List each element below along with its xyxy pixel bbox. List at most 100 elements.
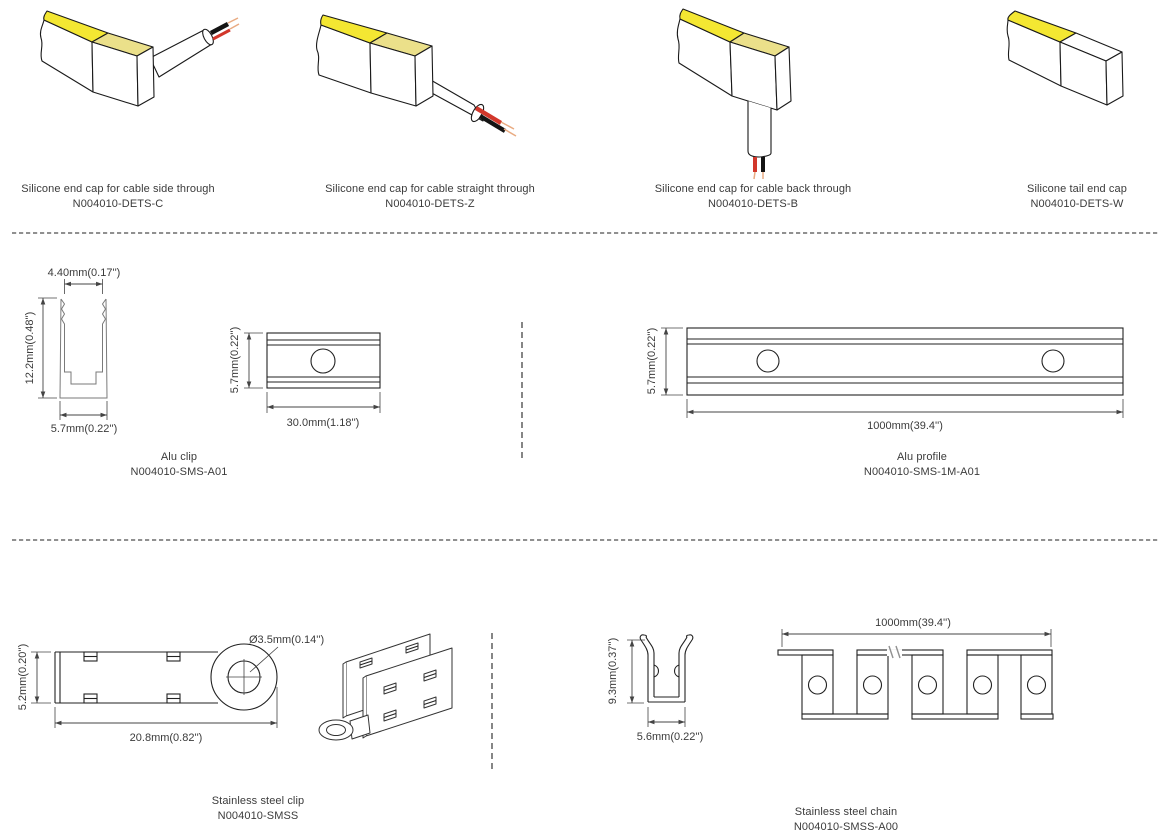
back-plate-edge [342,661,347,719]
screw-hole [310,348,336,374]
screw-hole [756,349,780,373]
clip-wall [678,636,688,697]
wire-copper-tip [503,128,517,137]
dim-profile-height-label: 5.7mm(0.22'') [646,328,658,395]
chain-hole [972,675,993,695]
cap-right-face [414,45,434,107]
break-mark [888,645,894,659]
part-code: N004010-SMSS [217,810,299,822]
alu-profile-drawing: 5.7mm(0.22'') 1000mm(39.4'') [646,327,1124,432]
leader-line [249,646,279,673]
dim-hole-label: Ø3.5mm(0.14'') [249,634,324,646]
wire-red [212,28,231,41]
strip-top-face [320,14,388,44]
cap-right-face [136,46,155,107]
plate-tab-line [359,660,373,666]
chain-strap-top [777,649,834,656]
dim-chain-clip-height-label: 9.3mm(0.37'') [607,638,619,705]
clip-tip [639,634,647,641]
part-name: Alu clip [160,451,198,463]
endcap-name: Silicone end cap for cable side through [21,183,215,195]
dim-chain-length-label: 1000mm(39.4'') [875,617,951,629]
clip-inner-profile [60,298,107,385]
dim-profile-length-label: 1000mm(39.4'') [867,420,943,432]
strip-top-face [43,10,109,43]
part-code: N004010-SMS-1M-A01 [863,466,981,478]
steel-clip-drawing: Ø3.5mm(0.14'') 5.2mm(0.20'') 20.8mm(0.82… [17,634,324,744]
part-name: Stainless steel chain [794,806,898,818]
part-name: Stainless steel clip [211,795,305,807]
caption-steel-clip: Stainless steel clip N004010-SMSS [158,794,358,824]
clip-tip [686,634,694,641]
plate-tab-line [405,645,419,651]
strip-top-face [679,8,745,43]
part-code: N004010-SMS-A01 [130,466,228,478]
chain-clip-body [966,654,999,715]
plate-tab-line [423,699,437,706]
steel-clip-3d-drawing [318,633,453,741]
strip-front-face [1006,19,1062,87]
endcap-code: N004010-DETS-W [1030,198,1124,210]
cable-body [747,101,772,158]
steel-chain-drawing: 1000mm(39.4'') [777,617,1054,720]
caption-endcap-back-through: Silicone end cap for cable back through … [643,182,863,212]
part-code: N004010-SMSS-A00 [793,821,899,833]
screw-hole [1041,349,1065,373]
endcap-code: N004010-DETS-Z [385,198,475,210]
strip-front-face [39,19,94,93]
clip-wall [640,639,649,702]
cap-right-face [1105,51,1124,106]
dim-height-label: 12.2mm(0.48'') [24,312,36,385]
clip-dimple [653,664,660,678]
endcap-code: N004010-DETS-B [707,198,799,210]
chain-clip-body [856,654,889,715]
caption-alu-clip: Alu clip N004010-SMS-A01 [79,450,279,480]
endcap-code: N004010-DETS-C [72,198,164,210]
endcap-fig-tail [1006,10,1124,106]
strip-top-face [1007,10,1077,43]
dim-clip-width-label: 5.2mm(0.20'') [17,644,29,711]
break-mark [895,645,901,659]
wire-black [478,114,507,133]
clip-dimple [673,664,680,678]
clip-wall [684,639,693,702]
endcap-fig-straight-through [316,14,517,137]
cable-body [149,29,213,78]
clip-wall [645,636,655,697]
eyelet-outer [210,643,278,711]
plate-tab-line [383,685,397,692]
clip-body [266,332,381,389]
wire-red [474,106,503,125]
dim-side-height-label: 5.7mm(0.22'') [229,327,241,394]
dim-clip-length-label: 20.8mm(0.82'') [130,732,203,744]
wire-copper-tip [229,23,240,30]
endcap-fig-side-through [39,10,240,107]
wire-copper-tip [500,121,515,130]
chain-hole [862,675,883,695]
chain-strap-bottom [911,713,999,720]
cable-end [202,28,214,46]
plate-tab-line [423,672,437,679]
chain-clip-body [801,654,834,715]
endcap-fig-back-through [676,8,792,180]
caption-steel-chain: Stainless steel chain N004010-SMSS-A00 [736,805,956,834]
chain-clip-body [911,654,944,715]
chain-strap-bottom [801,713,889,720]
alu-clip-side-drawing: 5.7mm(0.22'') 30.0mm(1.18'') [229,327,381,429]
dim-chain-clip-width-label: 5.6mm(0.22'') [637,731,704,743]
chain-hole [807,675,828,695]
chain-strap-top [966,649,1053,656]
endcap-name: Silicone end cap for cable back through [654,183,852,195]
caption-endcap-tail: Silicone tail end cap N004010-DETS-W [972,182,1172,212]
chain-clip-section-drawing: 9.3mm(0.37'') 5.6mm(0.22'') [607,634,704,743]
profile-body [686,327,1124,396]
part-name: Alu profile [896,451,947,463]
wire-black [209,21,230,36]
eyelet-ring-hole [326,724,346,736]
wire-copper-tip [227,17,239,24]
plate-tab-line [383,712,397,719]
alu-clip-section-drawing: 4.40mm(0.17'') 12.2mm(0.48'') 5.7mm(0.22… [24,267,120,435]
dim-bottom-width-label: 5.7mm(0.22'') [51,423,118,435]
